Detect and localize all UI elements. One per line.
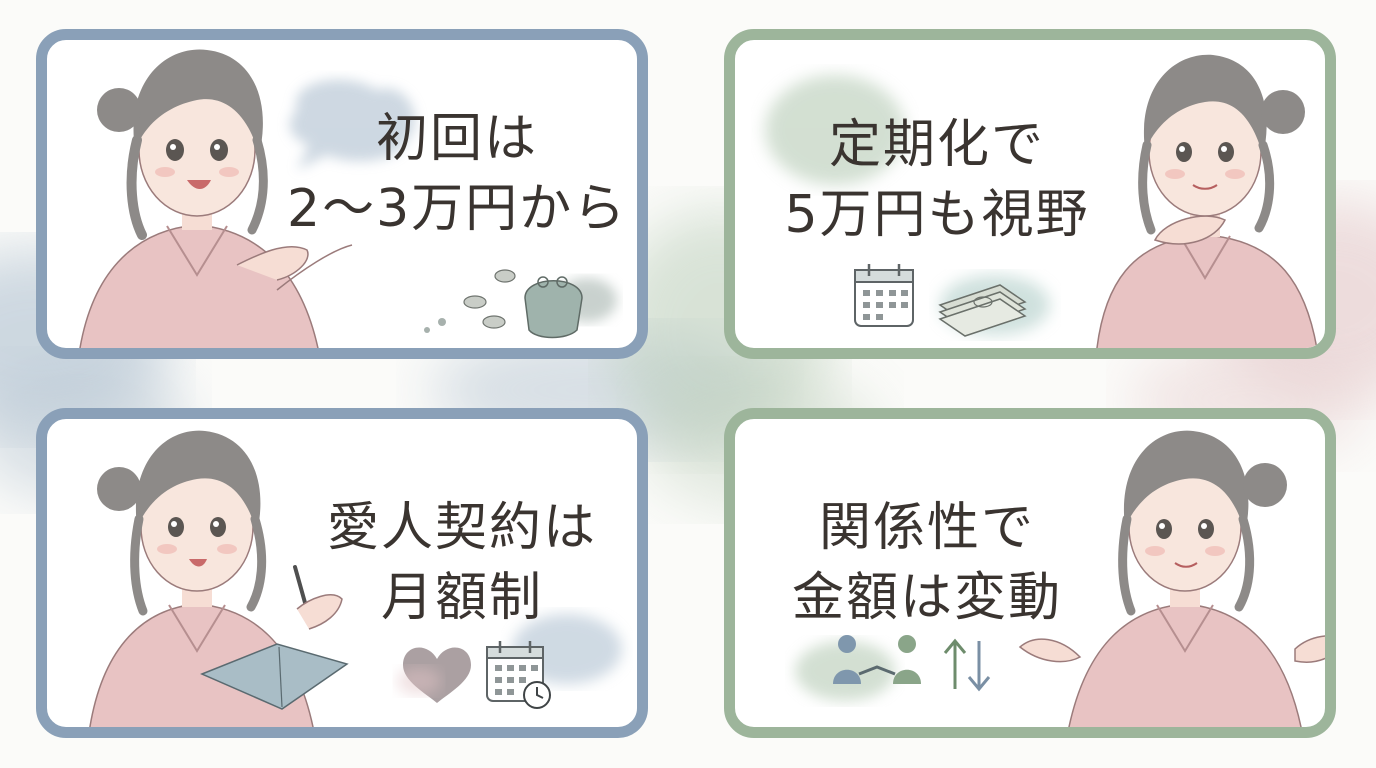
caption-line-2: 金額は変動 bbox=[791, 568, 1062, 628]
up-down-arrows-icon bbox=[943, 638, 991, 692]
coins-icon bbox=[424, 269, 516, 333]
character-open-hands bbox=[1018, 430, 1325, 727]
panel-bottom-right: 関係性で 金額は変動 bbox=[724, 408, 1336, 738]
panel-bottom-right-caption: 関係性で 金額は変動 bbox=[757, 493, 1097, 633]
character-pointing bbox=[79, 49, 353, 348]
calendar-icon bbox=[854, 264, 914, 327]
watercolor-blob bbox=[765, 75, 905, 185]
money-stack-icon bbox=[938, 284, 1027, 337]
panel-top-right: 定期化で 5万円も視野 bbox=[724, 29, 1336, 359]
caption-line-1: 愛人契約は bbox=[326, 498, 597, 558]
caption-line-2: 月額制 bbox=[380, 568, 543, 628]
calendar-clock-icon bbox=[486, 641, 551, 709]
panel-bottom-left-art bbox=[89, 430, 622, 727]
caption-line-2: 5万円も視野 bbox=[784, 185, 1090, 245]
panel-top-left-caption: 初回は 2〜3万円から bbox=[287, 104, 627, 244]
caption-line-1: 初回は bbox=[375, 109, 538, 169]
panel-top-right-caption: 定期化で 5万円も視野 bbox=[757, 110, 1117, 250]
coin-purse-icon bbox=[524, 276, 617, 339]
character-thinking bbox=[1096, 54, 1318, 348]
caption-line-2: 2〜3万円から bbox=[287, 179, 628, 239]
panel-bottom-left-caption: 愛人契約は 月額制 bbox=[297, 493, 627, 633]
panel-bottom-left: 愛人契約は 月額制 bbox=[36, 408, 648, 738]
caption-line-1: 定期化で bbox=[828, 115, 1045, 175]
panel-top-right-art bbox=[765, 54, 1318, 348]
caption-line-1: 関係性で bbox=[818, 498, 1035, 558]
panel-top-left: 初回は 2〜3万円から bbox=[36, 29, 648, 359]
panel-bottom-right-art bbox=[795, 430, 1325, 727]
notebook-icon bbox=[200, 643, 349, 710]
handshake-icon bbox=[833, 635, 921, 684]
heart-icon bbox=[397, 647, 471, 703]
speech-bubble-watercolor bbox=[289, 79, 416, 170]
character-notebook bbox=[89, 430, 349, 727]
panel-top-left-art bbox=[79, 49, 617, 348]
